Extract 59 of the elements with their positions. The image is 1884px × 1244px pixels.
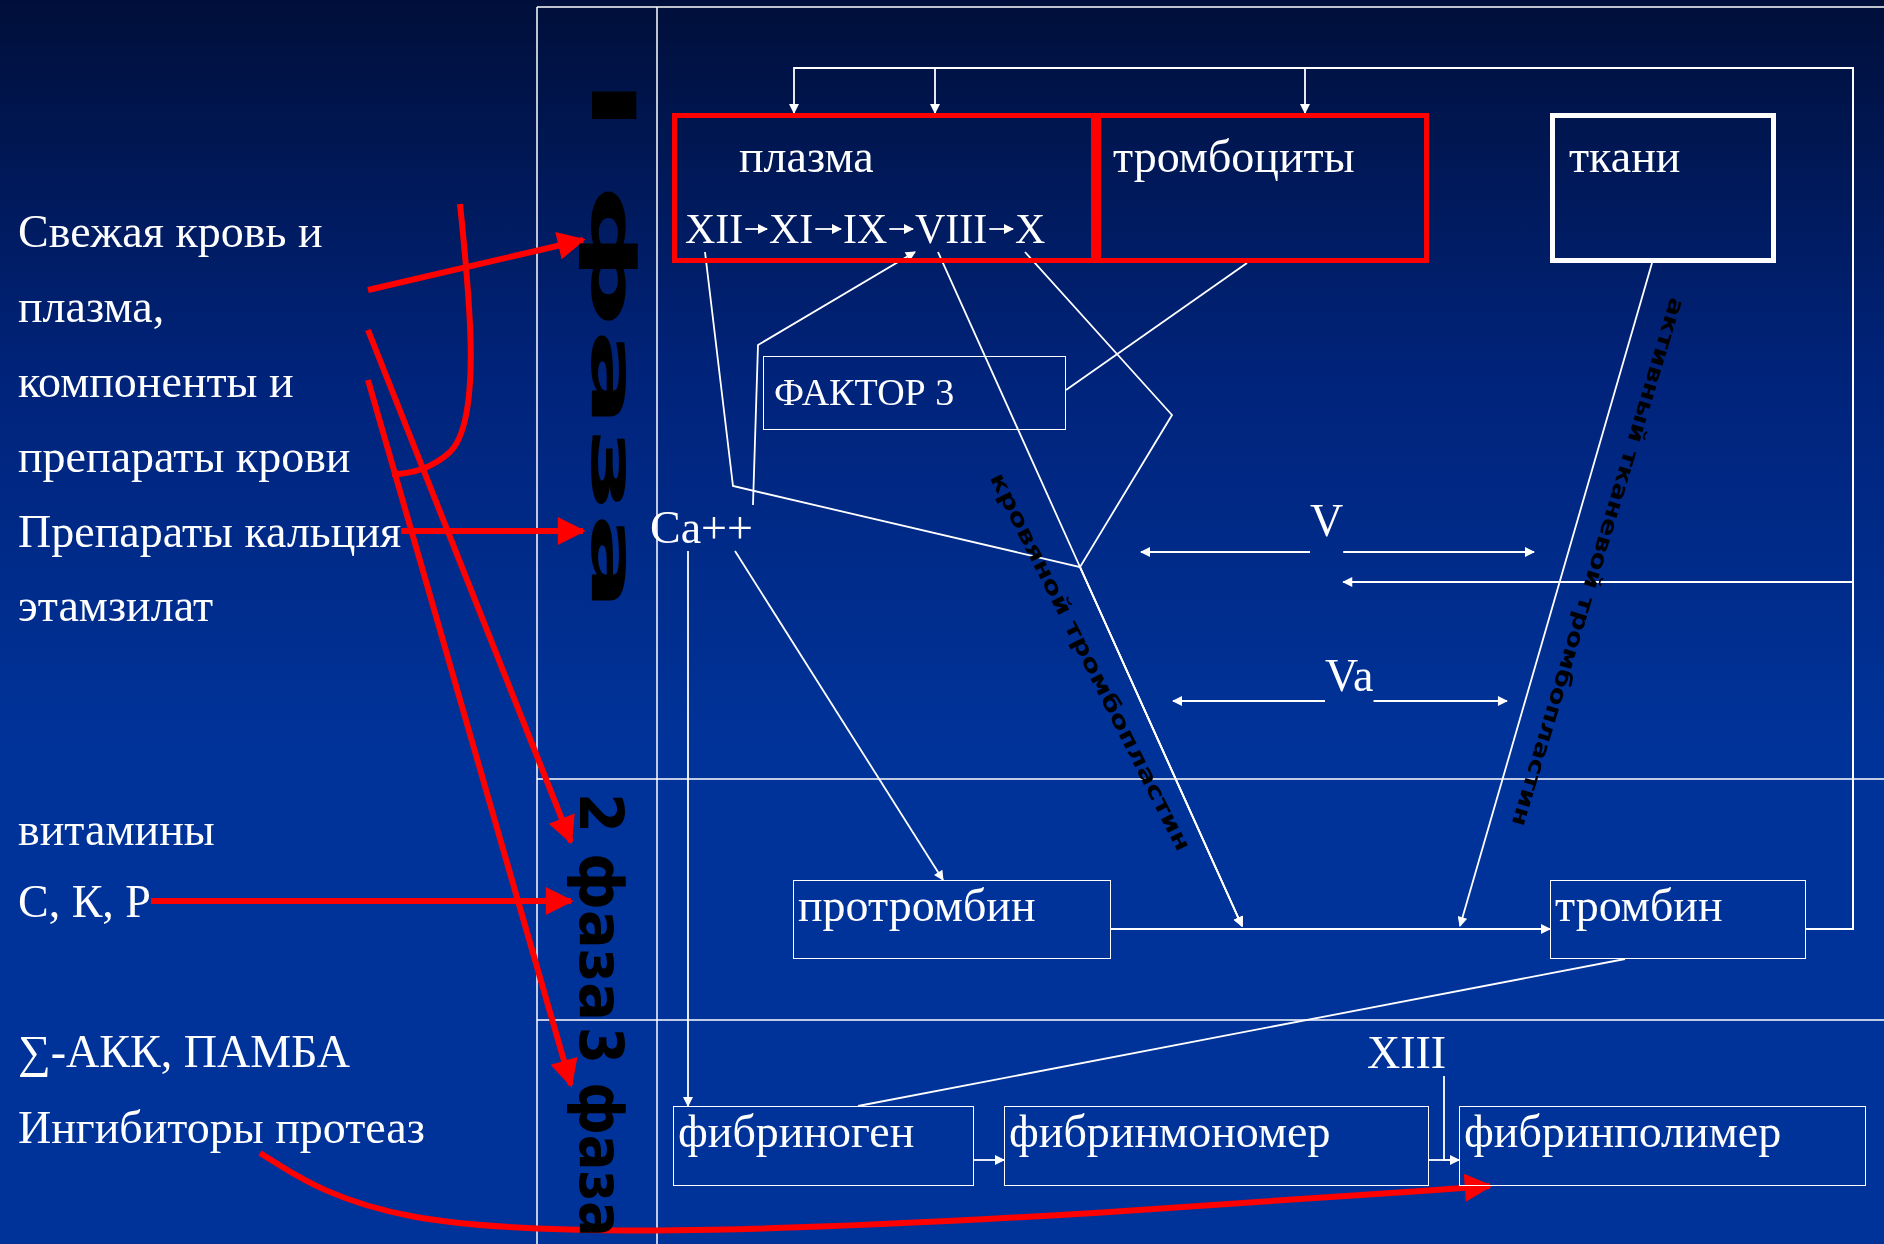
arrow — [752, 251, 916, 506]
arrow — [1372, 696, 1508, 706]
box-label: плазма — [739, 132, 874, 182]
arrow — [1342, 547, 1535, 557]
remedy-text: витамины — [18, 792, 215, 867]
arrow — [365, 379, 578, 1088]
arrow — [401, 517, 586, 545]
arrow — [367, 232, 586, 293]
tissue-box — [1550, 113, 1776, 263]
arrow — [1172, 696, 1326, 706]
arrow — [988, 224, 1014, 234]
connector-line — [1443, 1075, 1460, 1161]
factor-label: V — [1310, 498, 1344, 590]
arrow — [1428, 1155, 1460, 1165]
process-box — [673, 1106, 974, 1186]
arrow — [814, 224, 842, 234]
factor-label: X — [1015, 206, 1046, 252]
arrow — [683, 550, 693, 1107]
remedy-text: этамзилат — [18, 568, 213, 643]
plasma-box — [672, 113, 1096, 263]
arrow — [1140, 547, 1311, 557]
process-box — [1459, 1106, 1866, 1186]
factor-label: VIII — [915, 206, 988, 252]
arrow — [1457, 262, 1653, 927]
factor-label: IX — [843, 206, 888, 252]
factor-label: XII — [685, 206, 744, 252]
arrow — [973, 1155, 1005, 1165]
arrow — [1110, 924, 1551, 934]
box-label: протромбин — [798, 881, 1036, 931]
arrow — [744, 224, 768, 234]
factor-label: Va — [1325, 653, 1374, 713]
box-label: фибринмономер — [1009, 1107, 1331, 1157]
arrow — [1024, 251, 1243, 927]
process-box — [793, 880, 1111, 959]
box-label: ткани — [1569, 132, 1681, 182]
box-label: ФАКТОР 3 — [774, 370, 955, 415]
arrow — [150, 887, 574, 915]
platelets-box — [1096, 113, 1429, 263]
process-box — [1550, 880, 1806, 959]
arrow — [888, 224, 914, 234]
arrow — [258, 1150, 1493, 1234]
remedy-text: С, К, Р — [18, 864, 151, 939]
process-box — [1004, 1106, 1429, 1186]
arrow — [734, 550, 944, 881]
arrow — [365, 328, 575, 845]
remedy-text: Свежая кровь и плазма, компоненты и препараты крови — [18, 194, 368, 494]
remedy-text: ∑-АКК, ПАМБА — [18, 1014, 351, 1089]
factor-label: XIII — [1367, 1030, 1447, 1076]
remedy-text: Препараты кальция — [18, 494, 402, 569]
factor-label: XI — [769, 206, 814, 252]
box-label: фибриноген — [678, 1107, 915, 1157]
remedy-text: Ингибиторы протеаз — [18, 1090, 425, 1165]
box-label: тромбоциты — [1113, 132, 1355, 182]
arrow — [1342, 577, 1854, 930]
factor-box — [763, 356, 1066, 430]
connector-line — [1065, 262, 1248, 391]
box-label: фибринполимер — [1464, 1107, 1782, 1157]
connector-line — [857, 958, 1626, 1107]
box-label: тромбин — [1555, 881, 1723, 931]
